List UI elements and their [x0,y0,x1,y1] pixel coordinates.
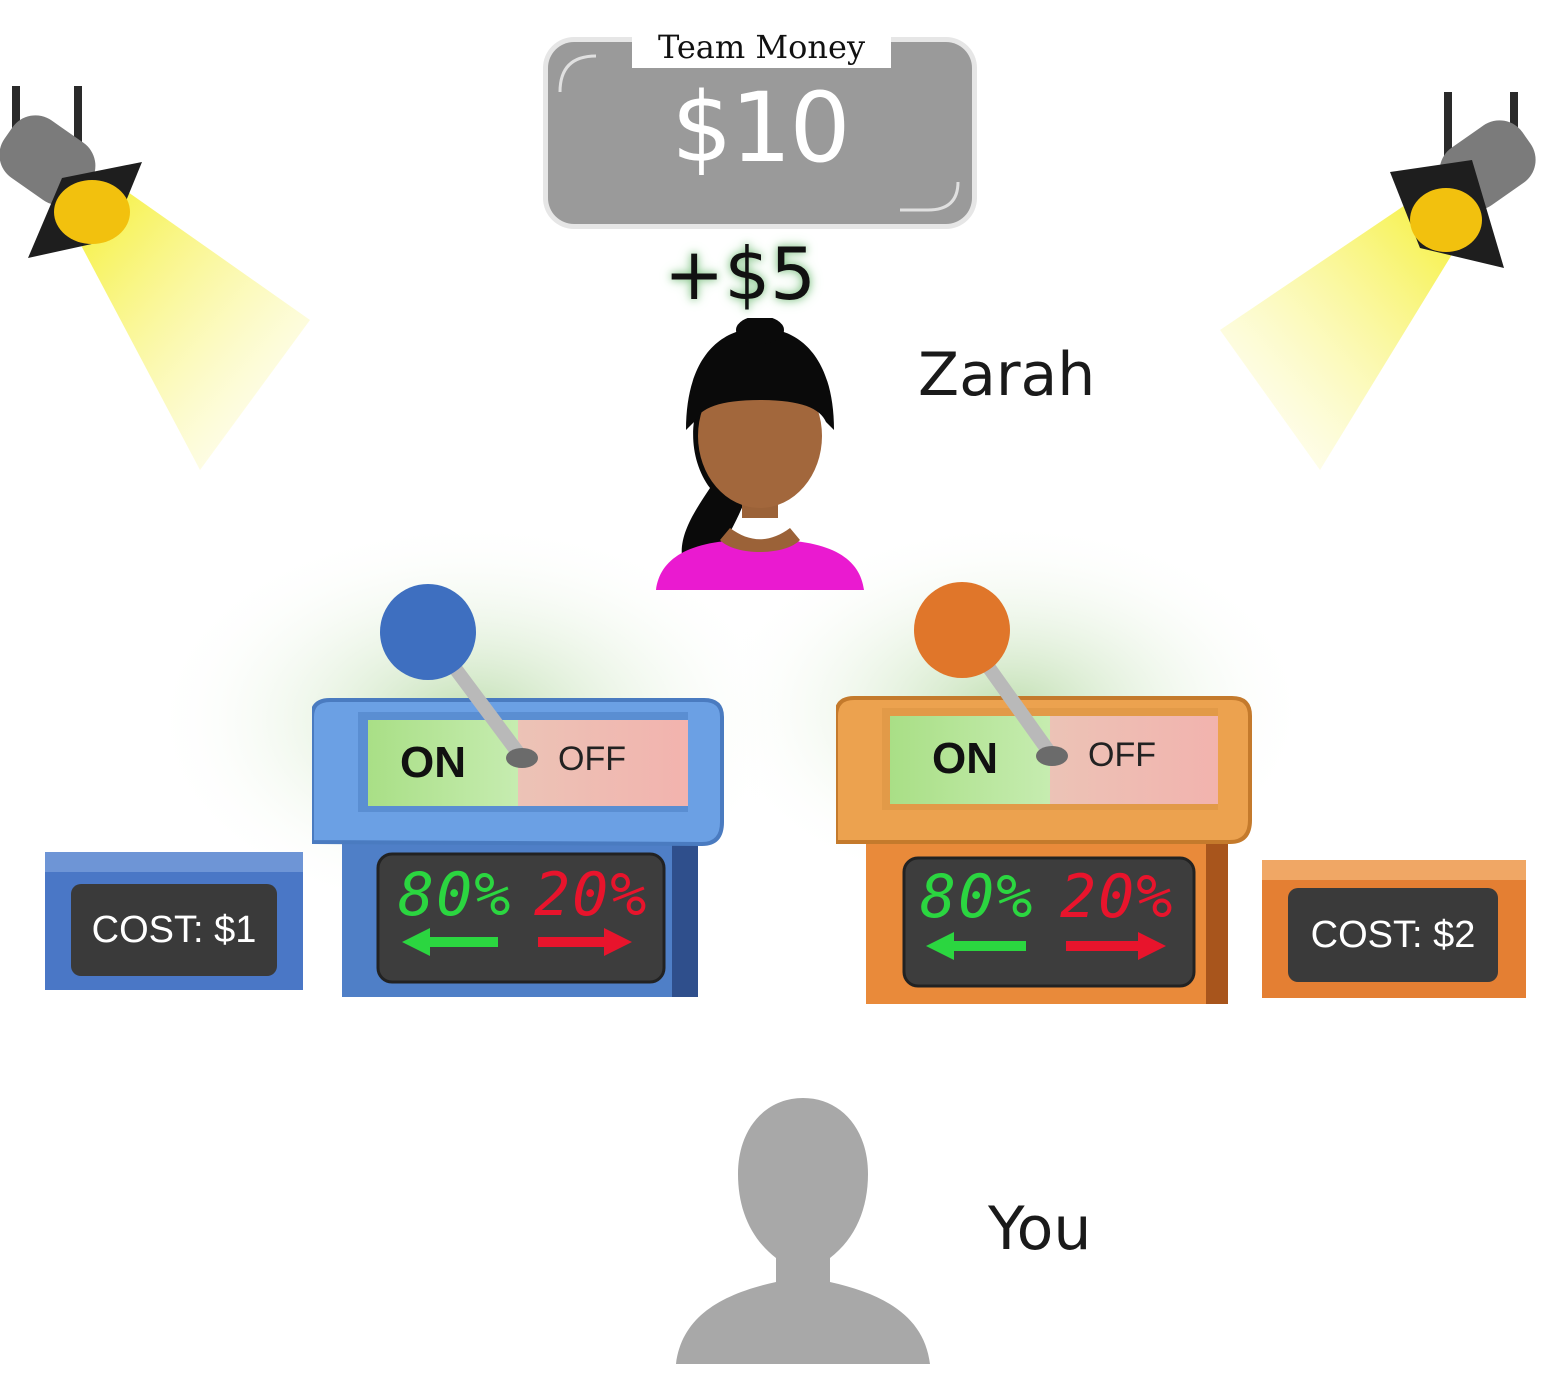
switch-off-label: OFF [558,740,626,778]
left-probability: 80% [920,862,1035,932]
lever-machine-orange[interactable]: ON OFF 80% 20% [836,580,1256,1008]
switch-off-label: OFF [1088,736,1156,774]
cost-sign-orange: COST: $2 [1262,860,1526,998]
switch-on-label: ON [932,734,998,783]
cost-sign-blue: COST: $1 [45,852,303,990]
team-money-label: Team Money [632,26,891,68]
team-money-value: $10 [671,72,850,184]
silhouette-avatar-icon [676,1098,930,1364]
right-probability: 20% [1060,862,1175,932]
left-probability: 80% [398,860,513,930]
player-name: You [988,1194,1092,1264]
money-gain-indicator: +$5 [664,232,816,316]
right-probability: 20% [534,860,649,930]
switch-on-label: ON [400,738,466,787]
cost-label: COST: $1 [71,884,277,976]
teammate-name: Zarah [918,340,1096,410]
woman-avatar-icon [656,318,864,590]
spotlight-right-icon [1220,92,1536,470]
lever-knob-blue-icon[interactable] [380,584,476,680]
spotlight-left-icon [0,86,310,470]
team-money-panel [548,42,972,224]
cost-label: COST: $2 [1288,888,1498,982]
lever-knob-orange-icon[interactable] [914,582,1010,678]
lever-machine-blue[interactable]: ON OFF 80% 20% [312,582,724,1002]
